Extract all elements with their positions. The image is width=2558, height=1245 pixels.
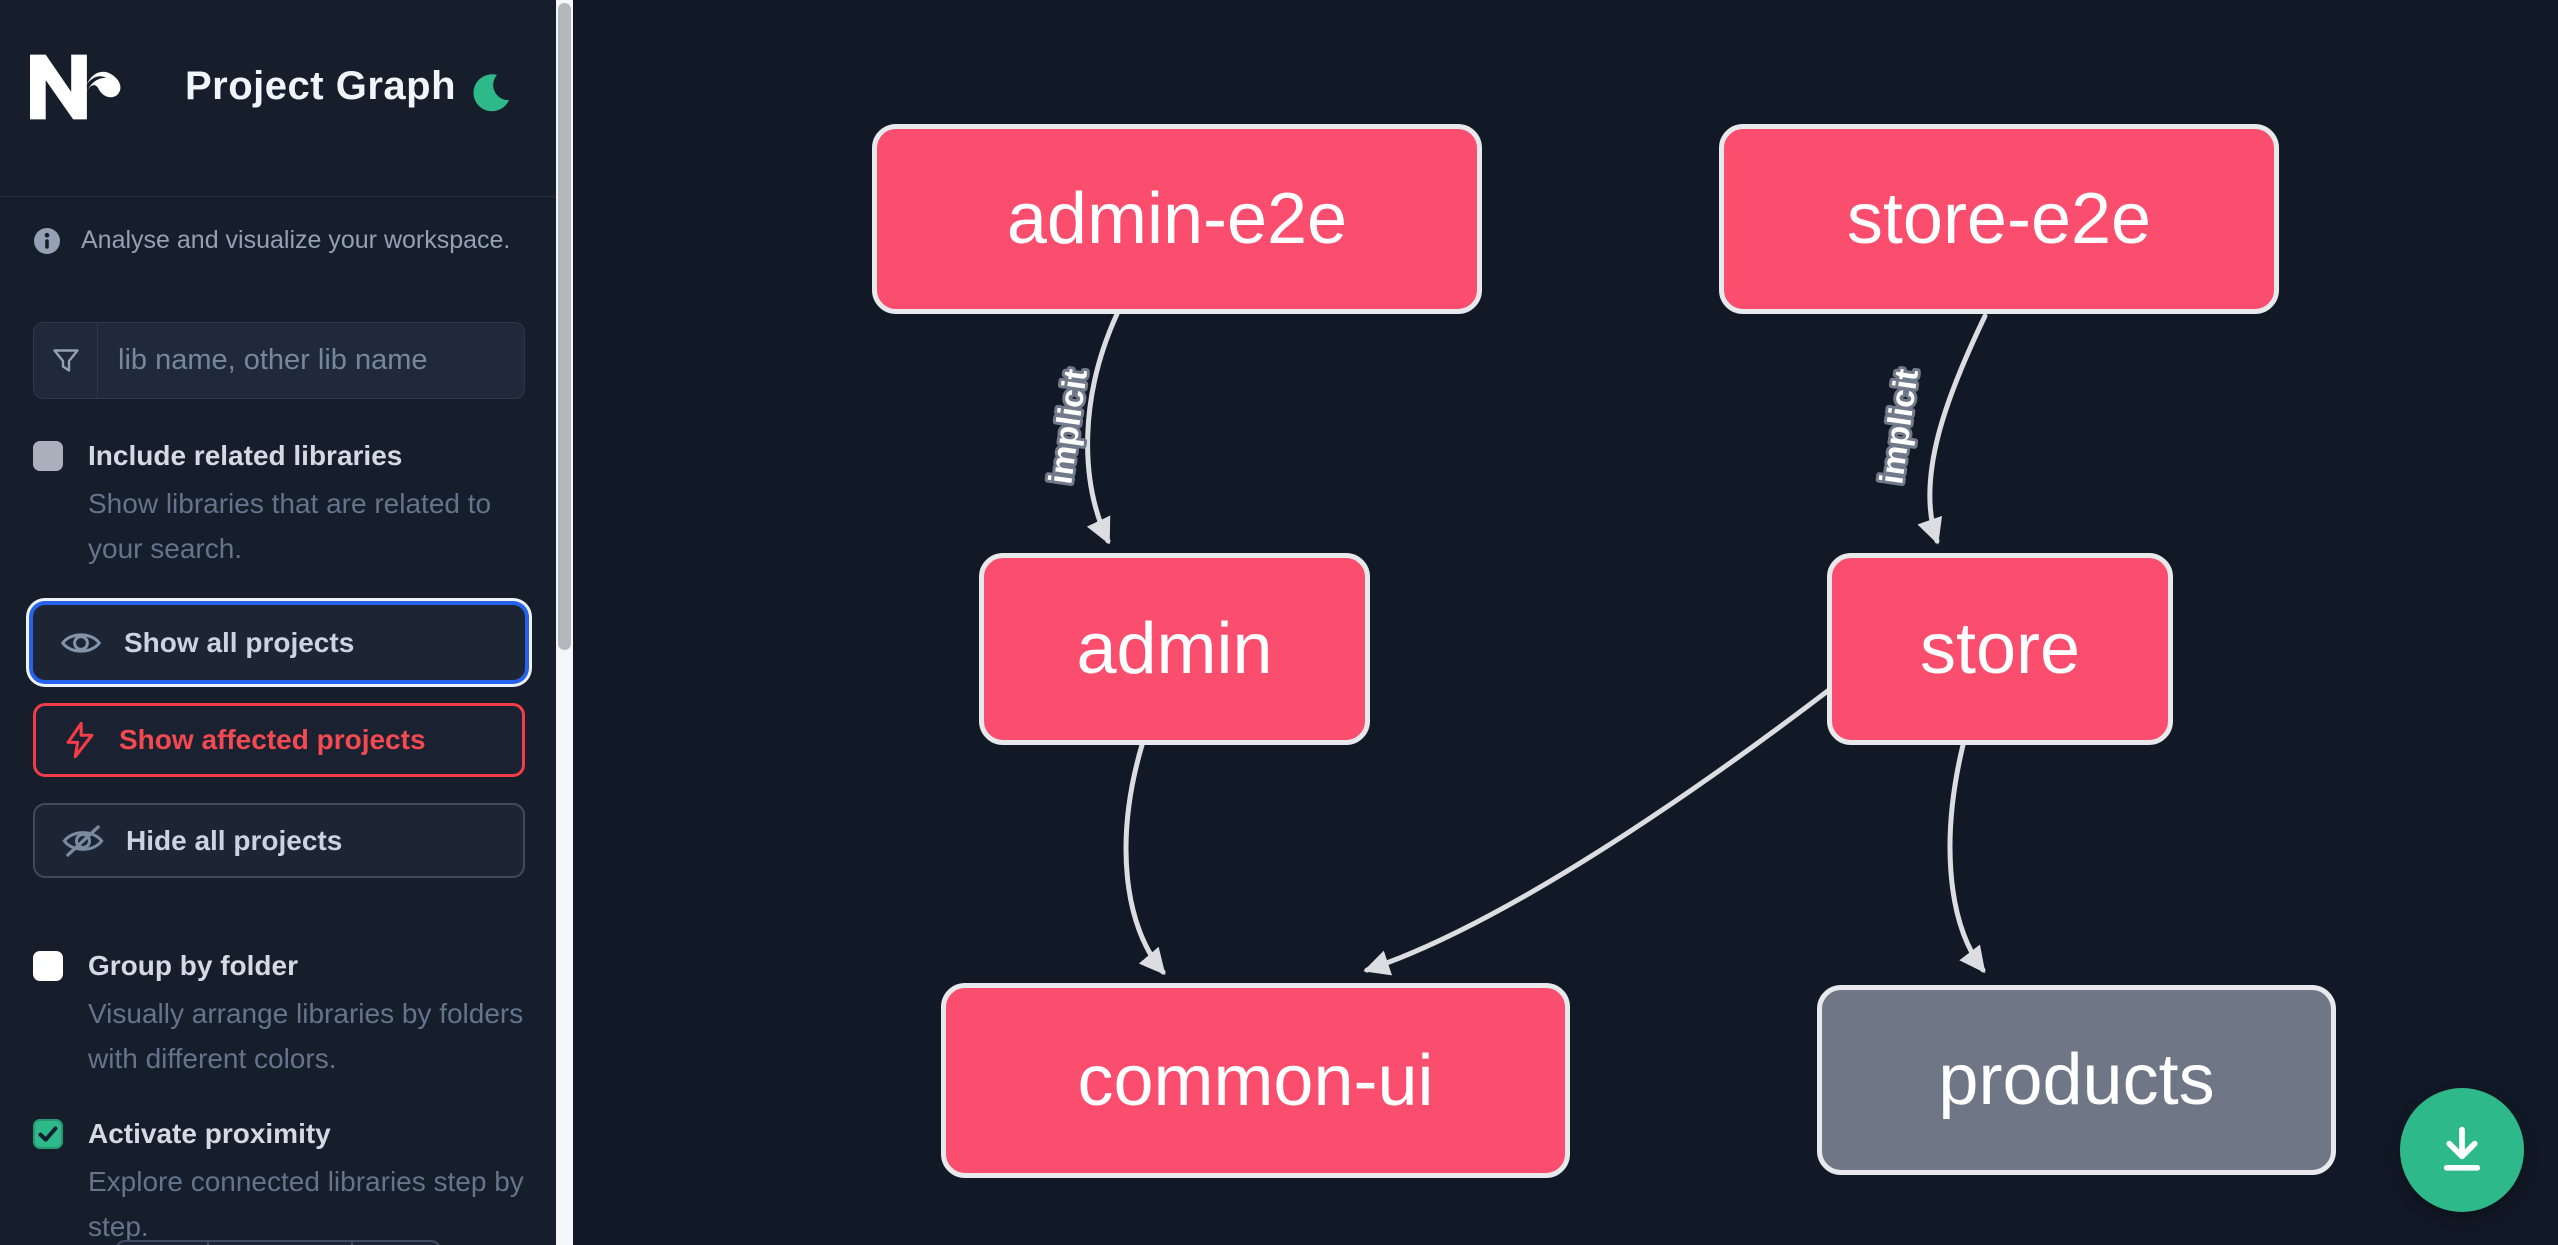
edge-admin-e2e-to-admin[interactable]	[1085, 311, 1120, 545]
nx-logo	[30, 54, 121, 120]
proximity-depth-control	[115, 1240, 441, 1245]
toggle-label: Activate proximity	[88, 1118, 331, 1149]
node-label: products	[1938, 1040, 2215, 1120]
graph-canvas[interactable]: implicit implicit admin-e2e store-e2e ad…	[573, 0, 2558, 1245]
node-label: store	[1919, 609, 2081, 689]
graph-node-store[interactable]: store	[1827, 553, 2173, 745]
info-text: Analyse and visualize your workspace.	[81, 226, 511, 254]
graph-edges: implicit implicit	[1038, 311, 1988, 976]
filter-icon	[34, 323, 98, 398]
sidebar-scrollbar-thumb[interactable]	[558, 3, 571, 650]
theme-toggle-moon-icon[interactable]	[468, 72, 512, 116]
graph-node-admin[interactable]: admin	[979, 553, 1370, 745]
edge-store-to-common-ui[interactable]	[1363, 687, 1832, 976]
workspace-info: Analyse and visualize your workspace.	[33, 226, 510, 255]
button-label: Hide all projects	[126, 824, 343, 856]
graph-node-store-e2e[interactable]: store-e2e	[1719, 124, 2279, 314]
header-divider	[0, 196, 556, 197]
node-label: admin	[1076, 609, 1273, 689]
download-icon	[2443, 1126, 2481, 1171]
search-box	[33, 322, 525, 399]
toggle-description: Explore connected libraries step by step…	[88, 1166, 524, 1242]
edge-label-implicit: implicit	[1041, 367, 1094, 487]
toggle-activate-proximity: Activate proximity Explore connected lib…	[33, 1117, 525, 1245]
activate-proximity-checkbox[interactable]	[33, 1119, 63, 1149]
depth-increment-button[interactable]	[351, 1240, 441, 1245]
app-title: Project Graph	[185, 64, 457, 108]
depth-value	[209, 1240, 351, 1245]
include-related-checkbox[interactable]	[33, 441, 63, 471]
show-affected-projects-button[interactable]: Show affected projects	[33, 703, 525, 777]
node-label: admin-e2e	[1006, 179, 1348, 259]
graph-node-products[interactable]: products	[1817, 985, 2336, 1175]
edge-label-implicit: implicit	[1872, 367, 1925, 487]
button-label: Show all projects	[124, 626, 355, 658]
edge-store-to-products[interactable]	[1947, 742, 1986, 974]
search-input[interactable]	[98, 323, 524, 398]
info-icon	[34, 227, 60, 254]
toggle-description: Show libraries that are related to your …	[88, 488, 492, 564]
edge-admin-to-common-ui[interactable]	[1123, 742, 1166, 975]
group-by-folder-checkbox[interactable]	[33, 951, 63, 981]
hide-all-projects-button[interactable]: Hide all projects	[33, 803, 525, 878]
download-graph-button[interactable]	[2400, 1088, 2524, 1212]
graph-node-admin-e2e[interactable]: admin-e2e	[872, 124, 1482, 314]
edge-store-e2e-to-store[interactable]	[1917, 313, 1988, 545]
node-label: common-ui	[1077, 1040, 1434, 1121]
toggle-description: Visually arrange libraries by folders wi…	[88, 998, 524, 1074]
bolt-icon	[66, 721, 94, 759]
sidebar: Project Graph Analyse and visualize your…	[0, 0, 573, 1245]
show-all-projects-button[interactable]: Show all projects	[33, 605, 525, 680]
toggle-group-by-folder: Group by folder Visually arrange librari…	[33, 949, 525, 1081]
button-label: Show affected projects	[119, 724, 426, 755]
depth-decrement-button[interactable]	[115, 1240, 209, 1245]
toggle-label: Group by folder	[88, 950, 298, 981]
toggle-label: Include related libraries	[88, 440, 403, 471]
toggle-include-related: Include related libraries Show libraries…	[33, 439, 525, 571]
node-label: store-e2e	[1846, 179, 2152, 259]
eye-off-icon	[62, 824, 104, 857]
check-icon	[38, 1126, 58, 1142]
graph-node-common-ui[interactable]: common-ui	[941, 983, 1570, 1178]
eye-icon	[60, 632, 102, 653]
